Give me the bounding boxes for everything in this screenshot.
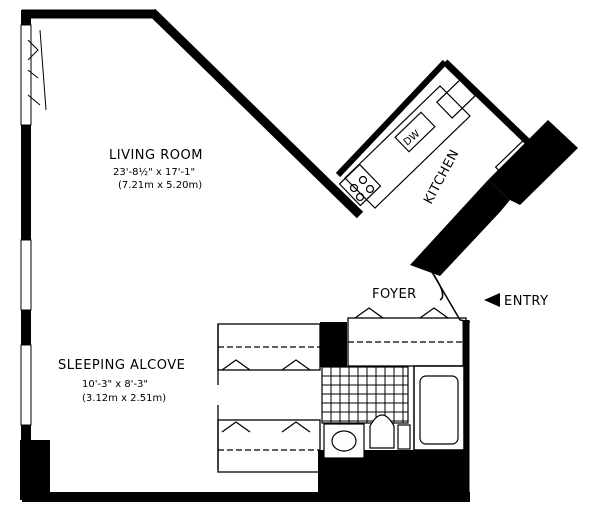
kitchen-fixtures	[338, 79, 544, 209]
bath-sink	[323, 423, 365, 459]
living-room-dim-imperial: 23'-8½" x 17'-1"	[113, 166, 195, 178]
wall-masses	[20, 120, 578, 500]
dishwasher-label: DW	[402, 128, 423, 148]
entry-door	[431, 271, 471, 323]
kitchen-outer-wall	[335, 59, 448, 178]
diagonal-wall	[148, 8, 364, 219]
toilet	[369, 414, 395, 449]
entry-arrow-icon	[484, 293, 500, 307]
bathroom	[321, 365, 465, 459]
sleeping-alcove-label: SLEEPING ALCOVE	[58, 358, 185, 373]
sleeping-alcove-dim-metric: (3.12m x 2.51m)	[82, 393, 166, 404]
foyer-closet	[347, 307, 467, 367]
sleeping-alcove-dim-imperial: 10'-3" x 8'-3"	[82, 379, 148, 390]
entry-label: ENTRY	[504, 294, 549, 309]
window-sill-marks	[27, 29, 47, 111]
kitchen-label: KITCHEN	[421, 147, 462, 207]
left-windows	[20, 24, 32, 426]
kitchen-right-wall	[442, 59, 531, 145]
foyer-label: FOYER	[372, 287, 417, 302]
living-room-dim-metric: (7.21m x 5.20m)	[118, 180, 202, 191]
bathtub	[413, 365, 465, 451]
closets	[217, 323, 321, 473]
living-room-label: LIVING ROOM	[109, 148, 203, 163]
